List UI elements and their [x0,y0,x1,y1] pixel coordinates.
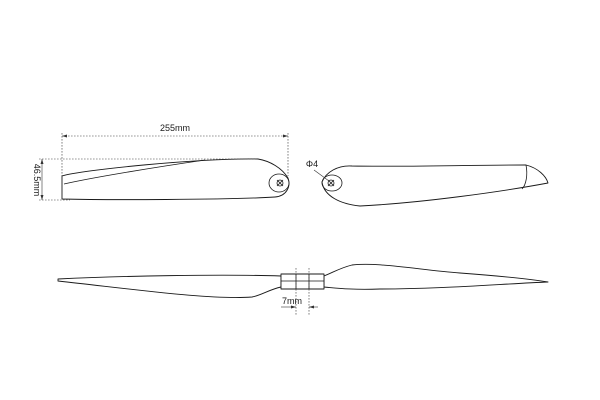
thickness-dimension: 7mm [281,268,318,315]
left-blade-leading-edge [63,159,206,185]
side-view-right-blade [323,263,549,290]
right-blade-outline [321,164,549,207]
propeller-side-view [57,263,549,298]
side-view-left-blade [57,274,282,298]
width-label: 46.5mm [32,164,42,197]
length-label: 255mm [160,123,190,133]
right-blade-leading-edge [521,164,528,190]
right-blade-plan-view: Φ4 [306,159,549,207]
left-blade-outline [61,158,290,201]
thickness-label: 7mm [282,296,302,306]
width-dimension: 46.5mm [32,158,258,201]
left-blade-plan-view [61,158,290,201]
right-blade-hole-icon [327,179,335,187]
hole-diameter-label: Φ4 [306,159,318,169]
left-blade-hub [268,173,290,193]
left-blade-hole-icon [276,179,284,187]
length-dimension: 255mm [61,123,289,176]
right-blade-hub [321,174,343,192]
side-view-hub [280,273,325,290]
